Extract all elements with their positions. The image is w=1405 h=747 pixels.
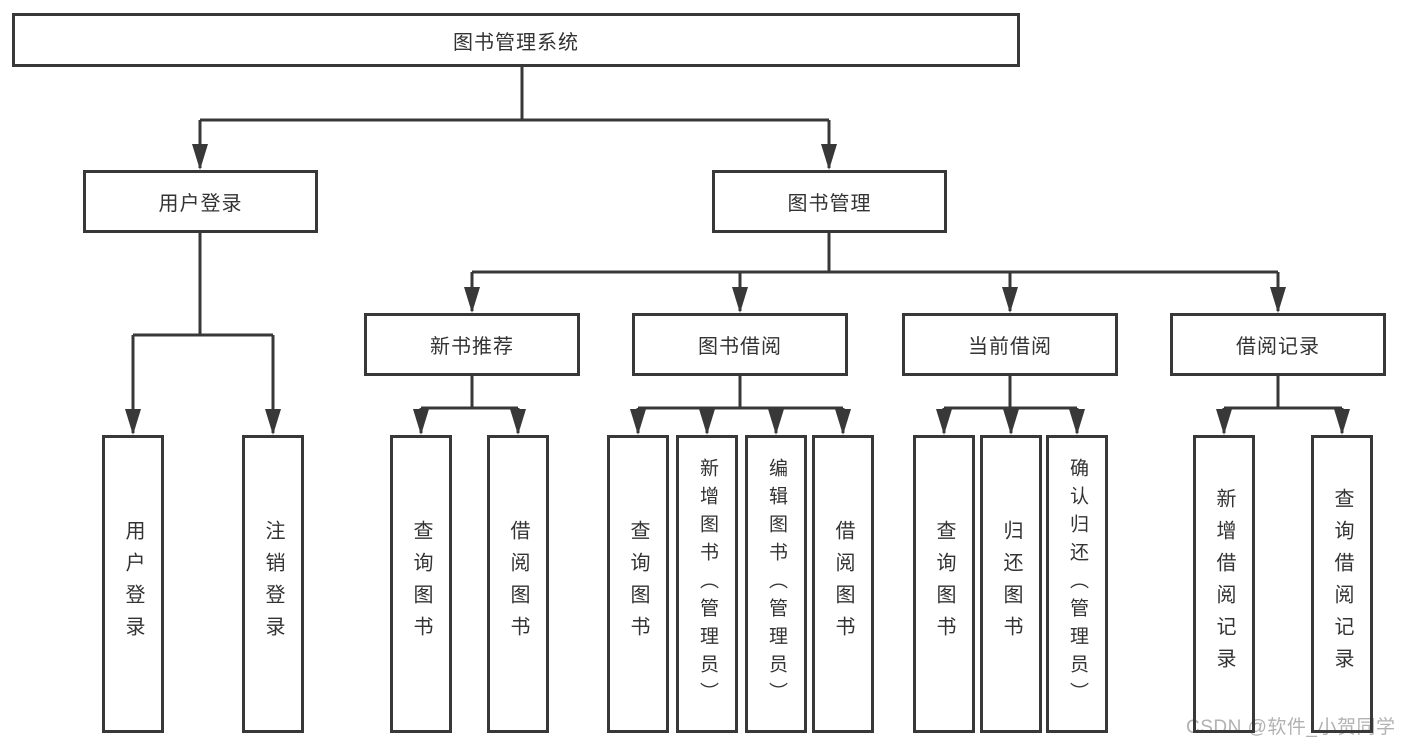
arrowhead (1270, 287, 1286, 313)
arrowhead (768, 409, 784, 435)
leaf-user-login: 用户登录 (102, 435, 164, 733)
leaf-confirm-return-admin: 确认归还（管理员） (1046, 435, 1108, 733)
leaf-query-books-current: 查询图书 (913, 435, 975, 733)
node-borrowing-records: 借阅记录 (1170, 313, 1386, 376)
leaf-borrow-books-recommend: 借阅图书 (487, 435, 549, 733)
leaf-query-borrow-record: 查询借阅记录 (1311, 435, 1373, 733)
node-root: 图书管理系统 (12, 13, 1020, 67)
arrowhead (732, 287, 748, 313)
arrowhead (699, 409, 715, 435)
arrowhead (265, 409, 281, 435)
leaf-return-book: 归还图书 (980, 435, 1042, 733)
node-user-login: 用户登录 (83, 170, 318, 233)
leaf-logout: 注销登录 (242, 435, 304, 733)
node-book-borrowing: 图书借阅 (632, 313, 848, 376)
arrowhead (1334, 409, 1350, 435)
leaf-add-borrow-record: 新增借阅记录 (1193, 435, 1255, 733)
node-new-book-recommend: 新书推荐 (364, 313, 580, 376)
arrowhead (125, 409, 141, 435)
leaf-query-books-borrow: 查询图书 (607, 435, 669, 733)
watermark: CSDN @软件_小贺同学 (1186, 717, 1396, 738)
leaf-edit-book-admin: 编辑图书（管理员） (745, 435, 807, 733)
arrowhead (1069, 409, 1085, 435)
leaf-query-books-recommend: 查询图书 (390, 435, 452, 733)
arrowhead (413, 409, 429, 435)
connector-path (131, 67, 1344, 433)
arrowhead (192, 144, 208, 170)
arrowhead (1002, 287, 1018, 313)
arrowhead (630, 409, 646, 435)
node-book-management: 图书管理 (712, 170, 947, 233)
leaf-borrow-books: 借阅图书 (812, 435, 874, 733)
arrowhead (464, 287, 480, 313)
arrowhead (1216, 409, 1232, 435)
node-current-borrowing: 当前借阅 (902, 313, 1118, 376)
arrowhead (821, 144, 837, 170)
arrowhead (510, 409, 526, 435)
arrowhead (936, 409, 952, 435)
leaf-add-book-admin: 新增图书（管理员） (676, 435, 738, 733)
arrowhead (1003, 409, 1019, 435)
arrowhead (835, 409, 851, 435)
